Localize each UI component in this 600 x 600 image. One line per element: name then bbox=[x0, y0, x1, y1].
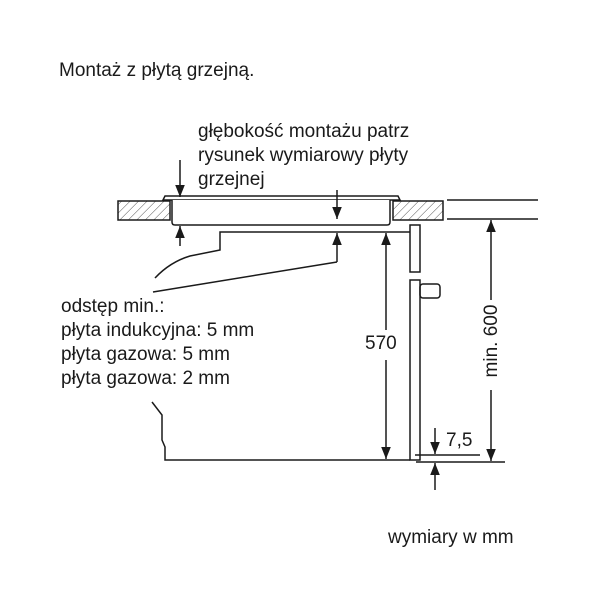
gap-note-line4: płyta gazowa: 2 mm bbox=[61, 368, 230, 389]
depth-note-line3: grzejnej bbox=[198, 169, 265, 190]
gap-note-line1: odstęp min.: bbox=[61, 296, 165, 317]
units-note: wymiary w mm bbox=[388, 527, 514, 548]
countertop-right bbox=[392, 200, 444, 221]
oven-body bbox=[154, 231, 410, 279]
dimension-min-600: min. 600 bbox=[481, 303, 503, 379]
hob bbox=[161, 195, 402, 201]
gap-note-line3: płyta gazowa: 5 mm bbox=[61, 344, 230, 365]
dimension-7-5: 7,5 bbox=[446, 430, 473, 451]
countertop-left bbox=[117, 200, 171, 221]
oven-door bbox=[409, 279, 421, 461]
depth-note-line2: rysunek wymiarowy płyty bbox=[198, 145, 409, 166]
title: Montaż z płytą grzejną. bbox=[59, 60, 255, 81]
oven-knob bbox=[419, 283, 441, 299]
oven-door-top bbox=[409, 224, 421, 273]
dimension-570: 570 bbox=[365, 333, 397, 355]
depth-note-line1: głębokość montażu patrz bbox=[198, 121, 410, 142]
gap-note-line2: płyta indukcyjna: 5 mm bbox=[61, 320, 255, 341]
